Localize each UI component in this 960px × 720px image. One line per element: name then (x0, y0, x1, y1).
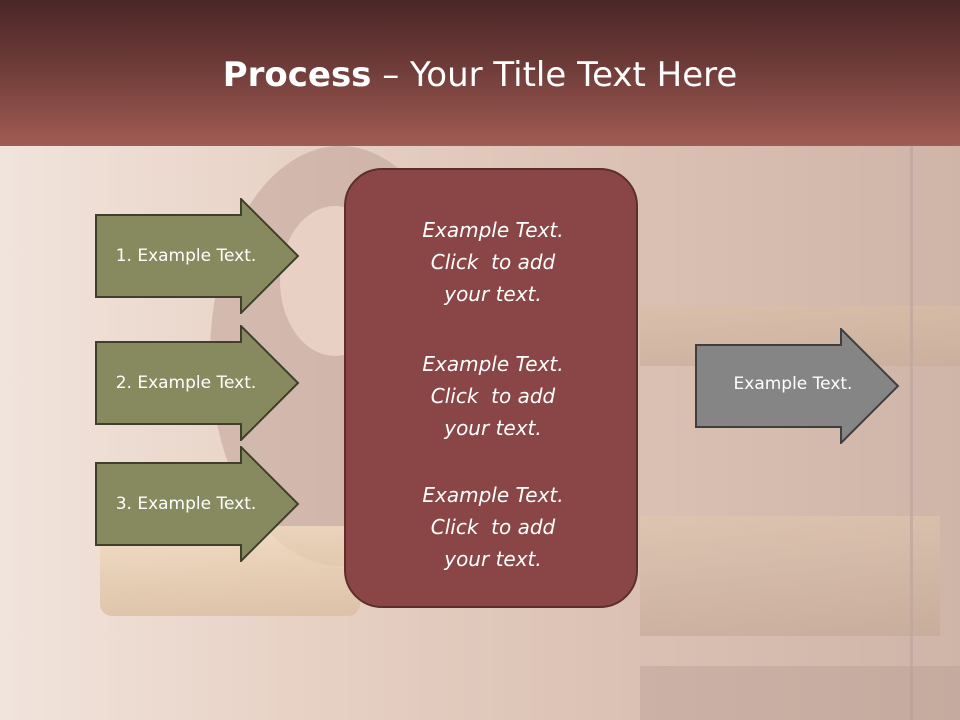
center-text-line: Click to add (430, 250, 556, 274)
arrow-shape-icon (695, 328, 900, 444)
center-text-line: Click to add (430, 515, 556, 539)
result-arrow[interactable]: Example Text. (695, 328, 900, 444)
photo-cupcake-shelf (640, 516, 940, 636)
arrow-shape-icon (95, 446, 300, 562)
title-bar: Process – Your Title Text Here (0, 0, 960, 146)
center-text-line: Click to add (430, 384, 556, 408)
center-text-block-3: Example Text. Click to add your text. (346, 479, 640, 575)
title-bold: Process (222, 55, 372, 95)
center-text-line: Example Text. (422, 218, 564, 242)
arrow-shape-icon (95, 325, 300, 441)
result-arrow-label: Example Text. (733, 374, 853, 394)
step-arrow-1[interactable]: 1. Example Text. (95, 198, 300, 314)
center-text-line: your text. (444, 547, 542, 571)
arrow-shape-icon (95, 198, 300, 314)
step-arrow-3-label: 3. Example Text. (115, 494, 257, 514)
step-arrow-2-label: 2. Example Text. (115, 373, 257, 393)
center-text-line: Example Text. (422, 352, 564, 376)
center-text-box[interactable]: Example Text. Click to add your text. Ex… (344, 168, 638, 608)
step-arrow-1-label: 1. Example Text. (115, 246, 257, 266)
step-arrow-3[interactable]: 3. Example Text. (95, 446, 300, 562)
center-text-line: your text. (444, 282, 542, 306)
center-text-line: Example Text. (422, 483, 564, 507)
center-text-line: your text. (444, 416, 542, 440)
center-text-block-2: Example Text. Click to add your text. (346, 348, 640, 444)
center-text-block-1: Example Text. Click to add your text. (346, 214, 640, 310)
step-arrow-2[interactable]: 2. Example Text. (95, 325, 300, 441)
photo-counter (640, 666, 960, 720)
title-rest: – Your Title Text Here (371, 55, 738, 95)
photo-glass-edge (910, 146, 913, 720)
slide-title[interactable]: Process – Your Title Text Here (0, 52, 960, 98)
